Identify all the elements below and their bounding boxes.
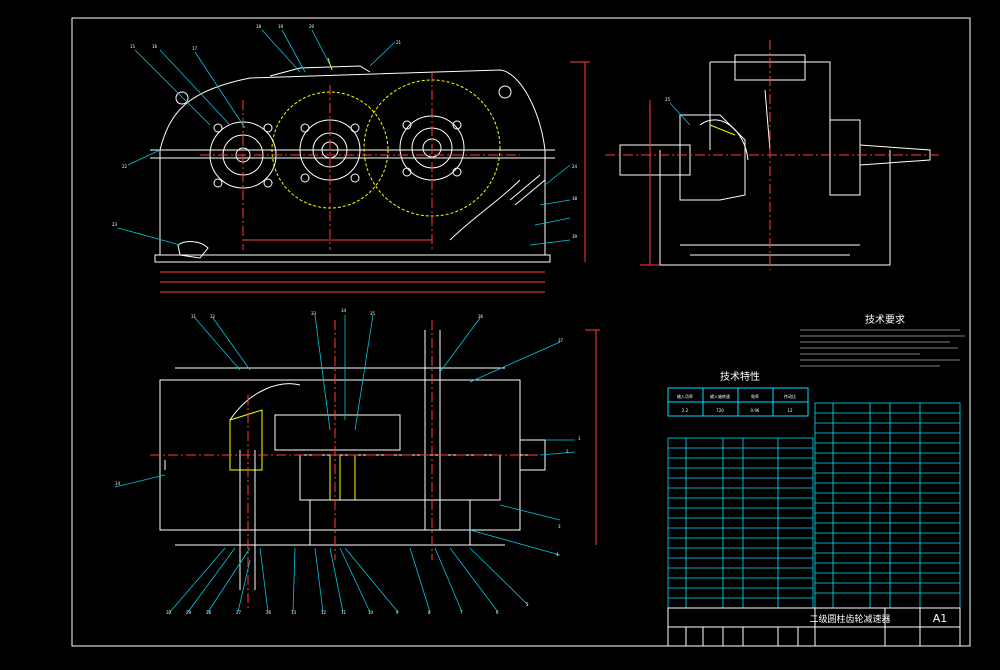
part-label: 7 (460, 610, 463, 615)
tech-char-value-3: 0.96 (751, 408, 760, 413)
part-label: 38 (572, 196, 578, 201)
tech-characteristics-table (667, 387, 809, 417)
plan-view (150, 320, 600, 610)
tech-char-header-1: 输入功率 (677, 393, 693, 399)
part-label: 32 (210, 314, 216, 319)
part-label: 16 (152, 44, 158, 49)
tech-char-value-4: 12 (787, 408, 793, 413)
part-label: 12 (321, 610, 327, 615)
part-label: 27 (236, 610, 242, 615)
part-label: 23 (112, 222, 118, 227)
drawing-name: 二级圆柱齿轮减速器 (809, 613, 890, 625)
part-label: 39 (572, 234, 578, 239)
tech-char-header-2: 输入轴转速 (710, 393, 730, 399)
part-label: 19 (278, 24, 284, 29)
front-part-labels: 15 16 17 18 19 20 21 22 23 24 25 (112, 24, 671, 227)
tech-characteristics-heading: 技术特性 (720, 370, 760, 383)
part-label: 14 (115, 481, 121, 486)
tech-char-header-3: 效率 (751, 393, 759, 399)
part-label: 9 (396, 610, 399, 615)
part-label: 3 (558, 524, 561, 529)
part-label: 13 (291, 610, 297, 615)
front-view (150, 57, 590, 293)
part-label: 17 (192, 46, 198, 51)
part-label: 18 (256, 24, 262, 29)
tech-char-value-1: 2.2 (682, 408, 689, 413)
part-label: 2 (566, 449, 569, 454)
part-label: 36 (478, 314, 484, 319)
title-block (667, 607, 961, 647)
part-label: 29 (186, 610, 192, 615)
part-label: 35 (370, 311, 376, 316)
tech-char-value-2: 720 (716, 408, 724, 413)
plan-part-labels: 1 2 3 4 5 6 7 8 9 10 11 12 13 14 26 27 2… (115, 196, 581, 615)
sheet-border (71, 17, 971, 647)
part-label: 37 (558, 338, 564, 343)
sheet-size: A1 (933, 612, 948, 625)
part-label: 1 (578, 436, 581, 441)
part-label: 4 (556, 552, 559, 557)
part-label: 24 (572, 164, 578, 169)
part-label: 28 (206, 610, 212, 615)
tech-requirements-heading: 技术要求 (865, 313, 905, 326)
tech-char-header-4: 传动比 (784, 393, 796, 399)
part-label: 8 (428, 610, 431, 615)
part-label: 25 (665, 97, 671, 102)
part-label: 34 (341, 308, 347, 313)
part-label: 31 (191, 314, 197, 319)
part-label: 26 (266, 610, 272, 615)
part-label: 5 (526, 602, 529, 607)
part-label: 6 (496, 610, 499, 615)
leader-lines (114, 29, 691, 613)
part-label: 30 (166, 610, 172, 615)
part-label: 21 (396, 40, 402, 45)
part-label: 11 (341, 610, 347, 615)
part-label: 33 (311, 311, 317, 316)
tech-requirements-lines (800, 329, 965, 367)
part-label: 20 (309, 24, 315, 29)
part-label: 15 (130, 44, 136, 49)
part-label: 10 (368, 610, 374, 615)
part-label: 22 (122, 164, 128, 169)
side-view (605, 40, 940, 270)
parts-list-table (667, 402, 961, 609)
